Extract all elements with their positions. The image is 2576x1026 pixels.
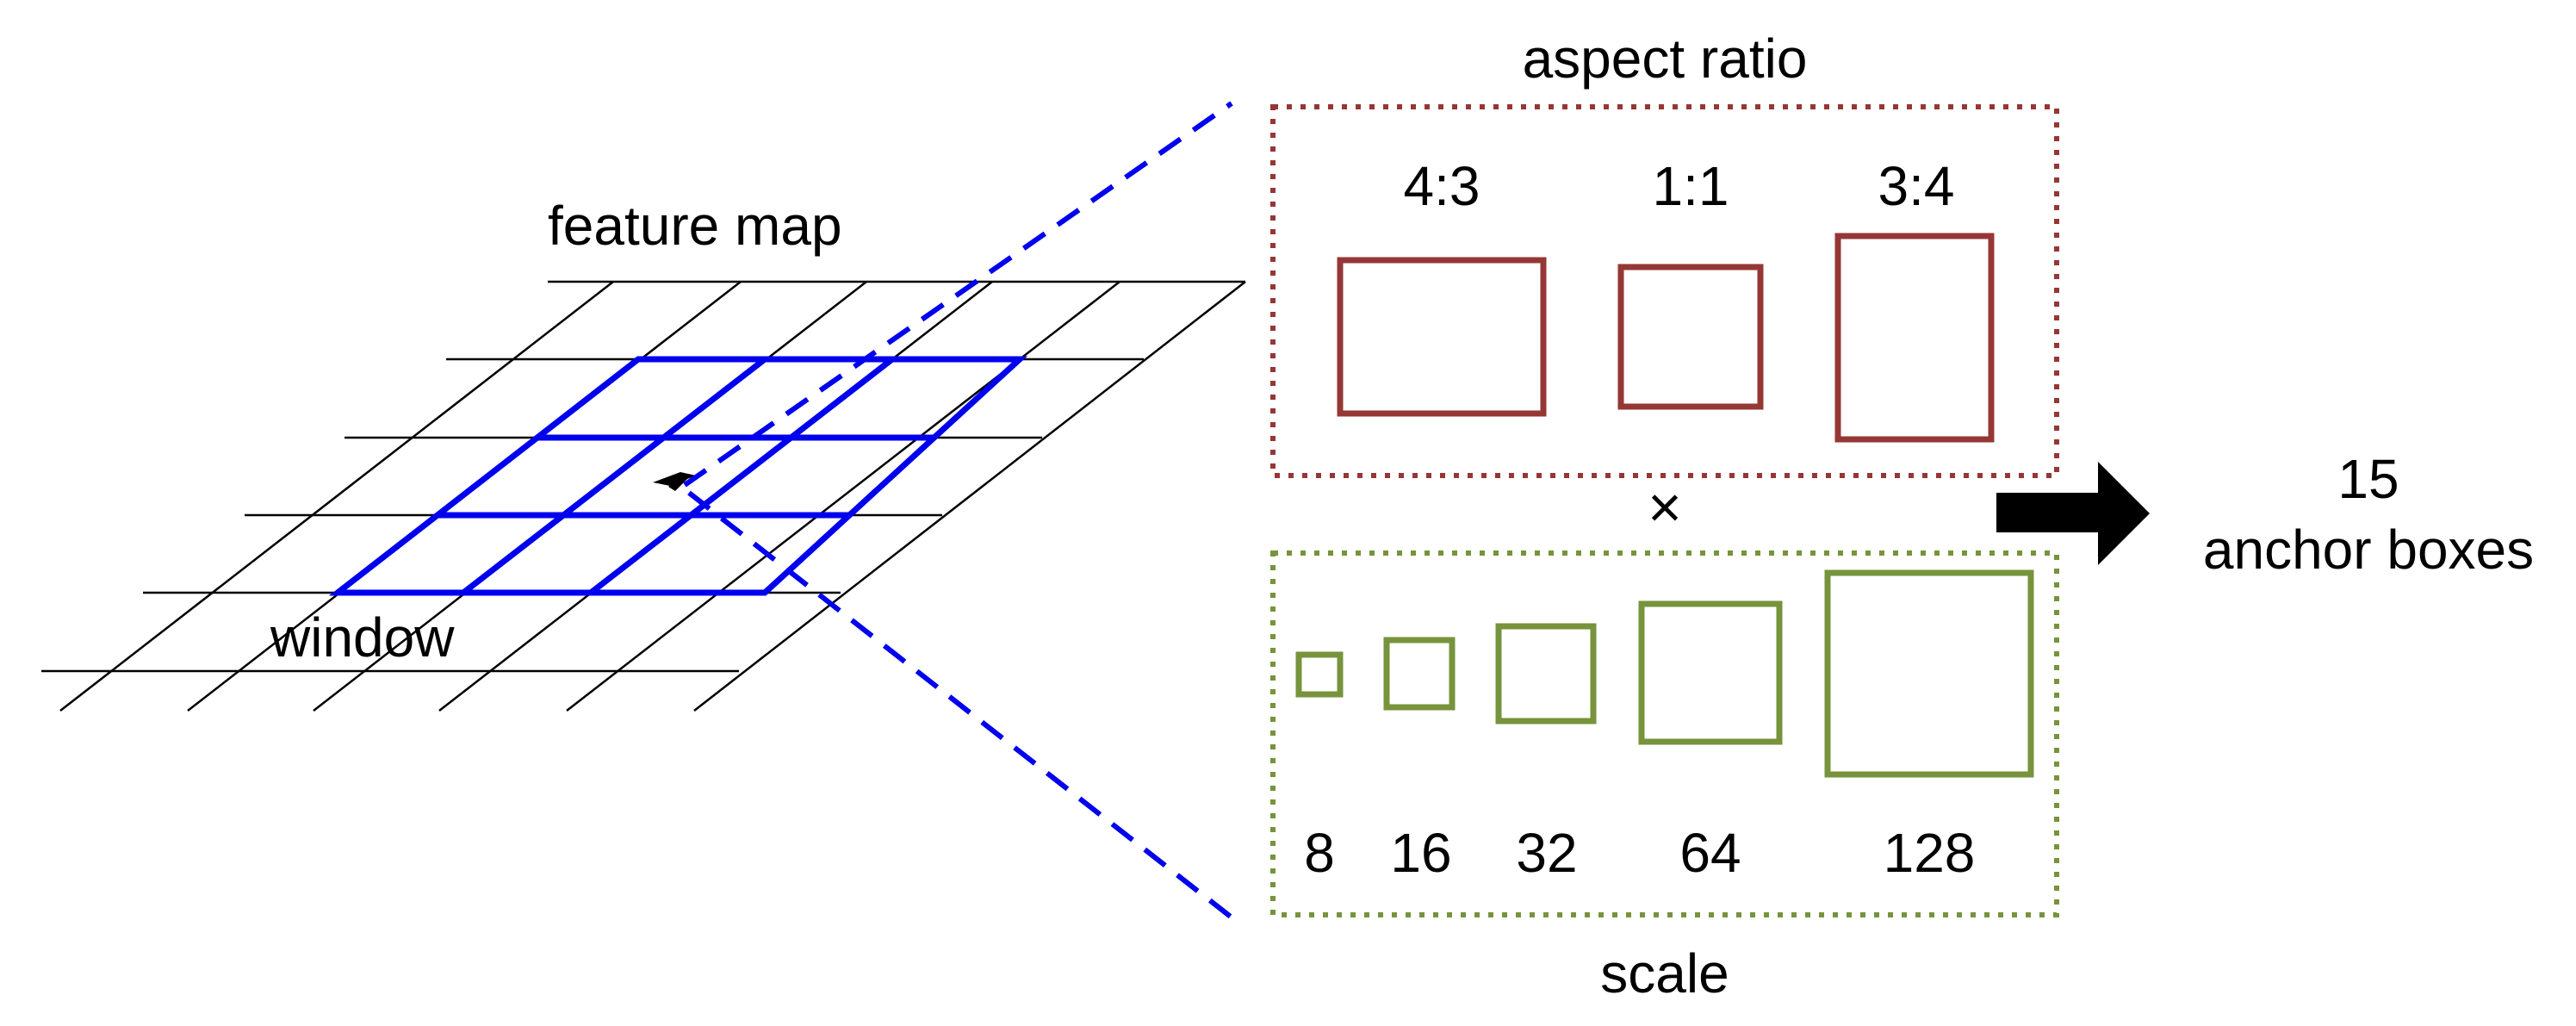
feature-map-grid [41,280,1246,712]
grid-col-line [693,281,1246,712]
aspect-box-4-3 [1337,257,1547,417]
scale-panel: scale 8 16 32 64 128 [1270,550,2059,1004]
grid-col-line [566,281,1120,712]
result-arrow [1996,462,2150,565]
projection-lines [683,101,1233,920]
scale-label: 128 [1884,822,1976,884]
result-count: 15 [2337,448,2399,510]
aspect-box-3-4 [1834,233,1995,443]
scale-box-8 [1295,651,1344,698]
projection-line-top [683,101,1233,488]
grid-col-line [59,281,614,712]
aspect-ratio-panel-border [1270,104,2059,478]
window-col-line [588,357,895,595]
window-col-line [461,357,767,595]
scale-label: 16 [1390,822,1451,884]
window-center-marker [653,472,696,491]
aspect-ratio-title: aspect ratio [1523,28,1808,90]
scale-label: 64 [1679,822,1741,884]
result-text: anchor boxes [2203,519,2534,581]
aspect-ratio-label: 4:3 [1404,155,1480,217]
scale-label: 32 [1516,822,1577,884]
scale-box-32 [1495,623,1597,724]
aspect-ratio-panel: aspect ratio 4:3 1:1 3:4 [1270,28,2059,478]
window-label: window [270,606,455,668]
feature-map-label: feature map [548,195,842,257]
projection-line-bottom [687,490,1233,920]
scale-box-16 [1383,637,1456,711]
scale-title: scale [1600,942,1729,1004]
scale-label: 8 [1304,822,1335,884]
times-sign: × [1648,475,1682,540]
aspect-ratio-label: 1:1 [1653,155,1729,217]
sliding-window [328,356,1028,596]
aspect-box-1-1 [1617,264,1764,410]
aspect-ratio-label: 3:4 [1878,155,1955,217]
scale-box-64 [1638,600,1783,745]
scale-box-128 [1824,569,2034,778]
scale-panel-border [1270,550,2059,917]
